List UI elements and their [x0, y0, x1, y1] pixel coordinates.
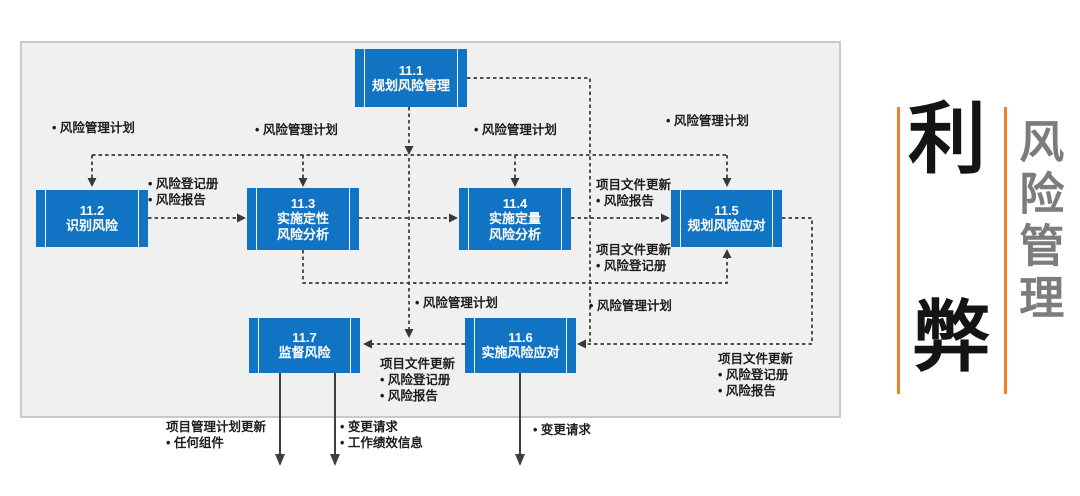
arrowhead — [330, 454, 340, 466]
label-line: 项目管理计划更新 — [166, 420, 267, 434]
process-name: 识别风险 — [65, 218, 118, 233]
label-line: • 风险管理计划 — [52, 121, 135, 135]
process-id: 11.1 — [398, 62, 424, 78]
box-accent-line — [349, 188, 350, 250]
process-id: 11.6 — [508, 330, 533, 345]
box-accent-line — [457, 49, 458, 107]
label-risk-plan-top-3: • 风险管理计划 — [474, 122, 557, 138]
accent-line-right — [1004, 107, 1007, 394]
label-docs-updates-to-monitor: 项目文件更新 • 风险登记册 • 风险报告 — [380, 356, 455, 404]
box-accent-line — [45, 190, 46, 247]
label-line: • 风险登记册 — [380, 373, 451, 387]
label-line: • 风险管理计划 — [255, 123, 338, 137]
label-line: • 风险管理计划 — [589, 299, 672, 313]
con-character: 弊 — [912, 293, 991, 381]
label-line: • 工作绩效信息 — [340, 436, 423, 450]
process-id: 11.7 — [292, 330, 317, 345]
process-id: 11.2 — [79, 203, 105, 218]
box-accent-line — [561, 188, 562, 250]
label-line: • 风险登记册 — [718, 368, 789, 382]
label-docs-update-risk-report: 项目文件更新 • 风险报告 — [596, 177, 671, 209]
label-risk-plan-top-1: • 风险管理计划 — [52, 120, 135, 136]
label-line: • 风险管理计划 — [474, 123, 557, 137]
process-name: 实施定性 风险分析 — [276, 210, 329, 242]
label-change-requests-perf: • 变更请求 • 工作绩效信息 — [340, 419, 423, 451]
label-line: • 变更请求 — [533, 423, 591, 437]
label-line: • 任何组件 — [166, 436, 224, 450]
label-pm-plan-updates: 项目管理计划更新 • 任何组件 — [166, 419, 266, 451]
process-id: 11.4 — [502, 195, 528, 211]
label-line: • 风险报告 — [718, 384, 776, 398]
process-id: 11.5 — [714, 203, 739, 218]
label-line: • 风险报告 — [148, 193, 206, 207]
arrowhead — [515, 454, 525, 466]
label-line: • 风险报告 — [596, 194, 654, 208]
box-accent-line — [680, 190, 681, 247]
process-name: 规划风险应对 — [687, 218, 766, 233]
box-accent-line — [474, 318, 475, 373]
label-line: 项目文件更新 — [380, 357, 456, 371]
label-line: • 风险管理计划 — [415, 296, 498, 310]
process-box-11-4: 11.4 实施定量 风险分析 — [459, 188, 571, 250]
label-risk-plan-mid-2: • 风险管理计划 — [589, 298, 672, 314]
label-risk-plan-mid-1: • 风险管理计划 — [415, 295, 498, 311]
label-identify-outputs: • 风险登记册 • 风险报告 — [148, 176, 218, 208]
process-id: 11.3 — [290, 195, 316, 211]
process-box-11-3: 11.3 实施定性 风险分析 — [247, 188, 359, 250]
accent-line-left — [897, 107, 900, 394]
label-line: 项目文件更新 — [596, 243, 672, 257]
vertical-title: 风险管理 — [1012, 118, 1064, 326]
process-box-11-6: 11.6 实施风险应对 — [465, 318, 576, 373]
process-name: 实施风险应对 — [481, 345, 560, 360]
process-box-11-2: 11.2 识别风险 — [36, 190, 148, 247]
process-name: 监督风险 — [278, 345, 331, 360]
process-name: 规划风险管理 — [371, 77, 450, 93]
label-line: • 风险登记册 — [596, 259, 667, 273]
label-line: 项目文件更新 — [596, 178, 672, 192]
label-docs-updates-to-implement: 项目文件更新 • 风险登记册 • 风险报告 — [718, 351, 793, 399]
pro-character: 利 — [908, 95, 987, 183]
process-box-11-5: 11.5 规划风险应对 — [671, 190, 782, 247]
box-accent-line — [364, 49, 365, 107]
label-line: • 风险登记册 — [148, 177, 219, 191]
box-accent-line — [566, 318, 567, 373]
arrowhead — [275, 454, 285, 466]
box-accent-line — [256, 188, 257, 250]
process-box-11-7: 11.7 监督风险 — [249, 318, 360, 373]
box-accent-line — [350, 318, 351, 373]
box-accent-line — [772, 190, 773, 247]
label-line: • 风险报告 — [380, 389, 438, 403]
label-risk-plan-top-2: • 风险管理计划 — [255, 122, 338, 138]
box-accent-line — [258, 318, 259, 373]
label-change-requests: • 变更请求 — [533, 422, 591, 438]
label-line: 项目文件更新 — [718, 352, 794, 366]
box-accent-line — [468, 188, 469, 250]
box-accent-line — [138, 190, 139, 247]
process-name: 实施定量 风险分析 — [488, 210, 541, 242]
label-docs-update-risk-register: 项目文件更新 • 风险登记册 — [596, 242, 671, 274]
label-line: • 风险管理计划 — [666, 114, 749, 128]
label-risk-plan-top-4: • 风险管理计划 — [666, 113, 749, 129]
label-line: • 变更请求 — [340, 420, 398, 434]
process-box-11-1: 11.1 规划风险管理 — [355, 49, 467, 107]
